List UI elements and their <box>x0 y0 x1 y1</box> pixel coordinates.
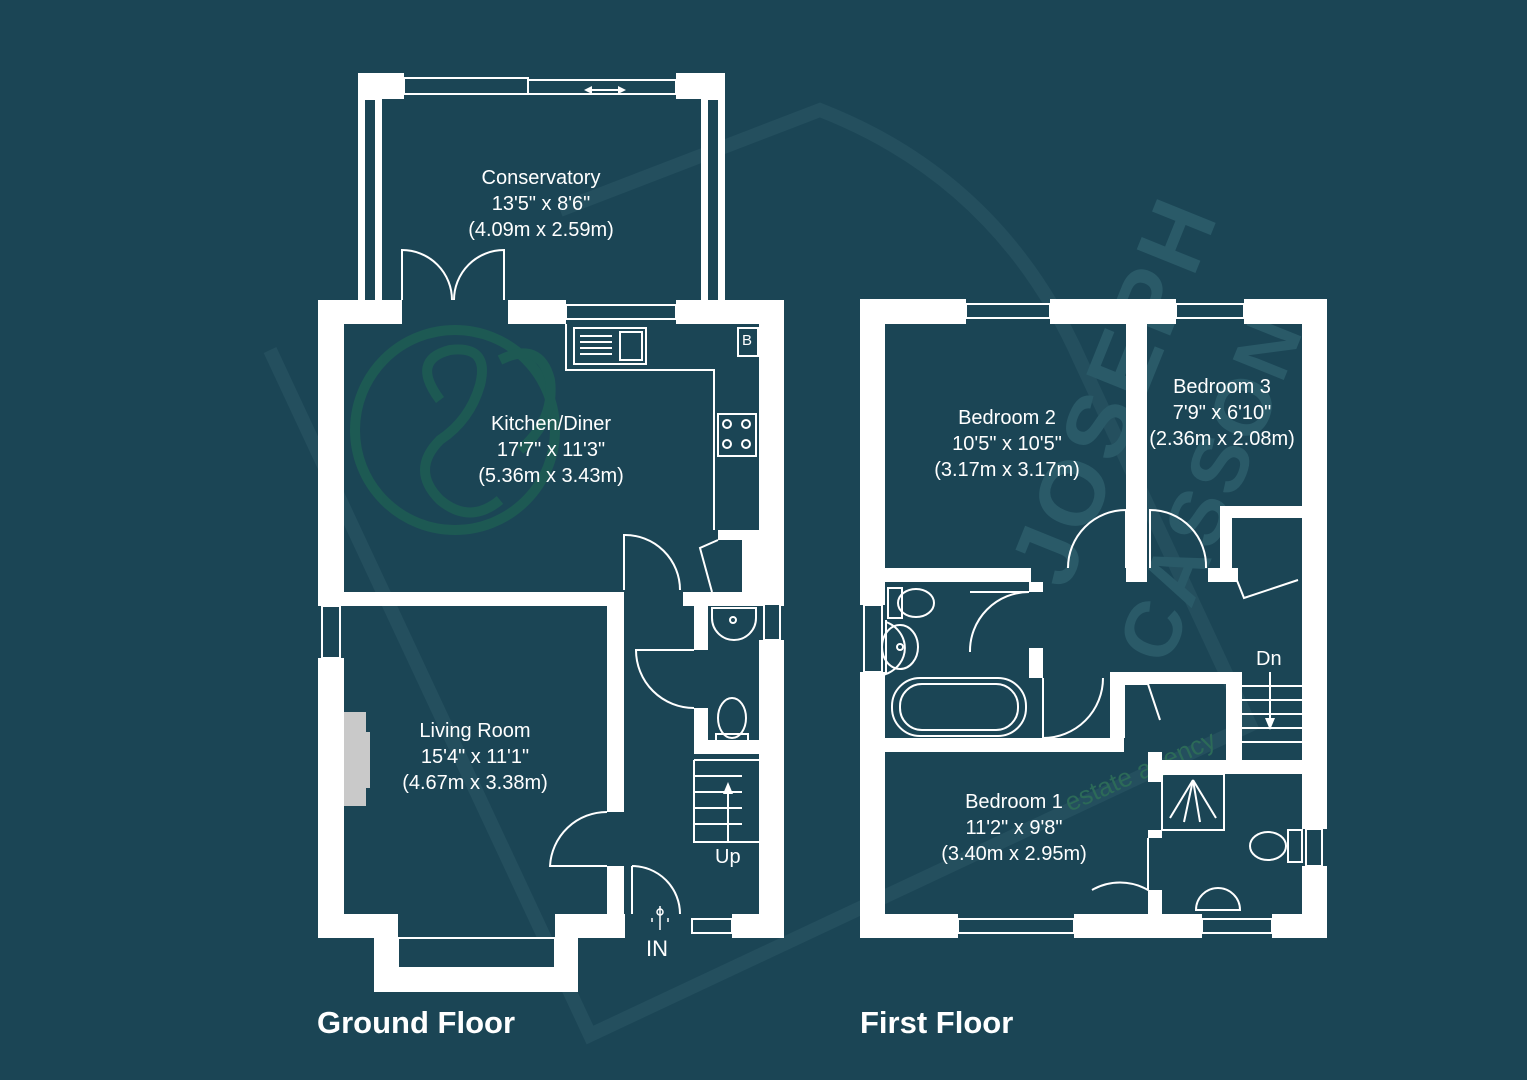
room-imperial: 15'4" x 11'1" <box>420 746 530 768</box>
stairs-down <box>1242 672 1302 743</box>
first-floor-windows <box>863 303 1323 934</box>
boiler-label: B <box>742 332 753 349</box>
room-imperial: 10'5" x 10'5" <box>952 433 1062 455</box>
room-name: Bedroom 2 <box>958 407 1056 429</box>
entrance-marker <box>651 906 669 930</box>
stairs-up <box>693 759 760 843</box>
watermark-frame <box>263 102 1260 1045</box>
room-name: Bedroom 1 <box>965 791 1063 813</box>
room-name: Living Room <box>419 720 531 742</box>
room-living-room: Living Room 15'4" x 11'1" (4.67m x 3.38m… <box>402 718 548 796</box>
room-imperial: 11'2" x 9'8" <box>965 817 1063 839</box>
cloakroom-fixtures <box>711 607 757 743</box>
bathroom-fixtures <box>881 587 1027 737</box>
room-metric: (4.67m x 3.38m) <box>402 772 548 794</box>
sliding-door-arrows <box>584 86 626 94</box>
first-floor-walls <box>860 299 1327 938</box>
stairs-up-arrow <box>723 782 733 794</box>
ground-floor-title: Ground Floor <box>317 1005 516 1040</box>
room-name: Conservatory <box>481 167 601 189</box>
room-kitchen-diner: Kitchen/Diner 17'7" x 11'3" (5.36m x 3.4… <box>478 411 624 489</box>
room-imperial: 7'9" x 6'10" <box>1172 402 1272 424</box>
ground-floor-doors <box>401 89 719 915</box>
room-metric: (4.09m x 2.59m) <box>468 219 614 241</box>
kitchen-units <box>565 324 759 530</box>
room-name: Kitchen/Diner <box>490 413 612 435</box>
room-imperial: 13'5" x 8'6" <box>491 193 591 215</box>
watermark-logo <box>350 325 560 535</box>
room-conservatory: Conservatory 13'5" x 8'6" (4.09m x 2.59m… <box>468 165 614 243</box>
ground-floor-windows <box>321 77 781 934</box>
room-imperial: 17'7" x 11'3" <box>496 439 606 461</box>
first-floor-title: First Floor <box>860 1005 1014 1040</box>
stairs-down-arrow <box>1265 718 1275 730</box>
ground-floor-bay-window <box>397 937 556 969</box>
first-floor-doors <box>968 508 1299 892</box>
room-bedroom-2: Bedroom 2 10'5" x 10'5" (3.17m x 3.17m) <box>934 405 1080 483</box>
stairs-up-label: Up <box>715 846 741 868</box>
room-metric: (3.40m x 2.95m) <box>941 843 1087 865</box>
entrance-label: IN <box>646 936 668 961</box>
room-metric: (5.36m x 3.43m) <box>478 465 624 487</box>
room-name: Bedroom 3 <box>1173 376 1271 398</box>
stairs-down-label: Dn <box>1256 648 1282 670</box>
room-bedroom-3: Bedroom 3 7'9" x 6'10" (2.36m x 2.08m) <box>1149 374 1295 452</box>
room-bedroom-1: Bedroom 1 11'2" x 9'8" (3.40m x 2.95m) <box>941 789 1087 867</box>
ensuite-fixtures <box>1161 773 1303 911</box>
room-metric: (3.17m x 3.17m) <box>934 459 1080 481</box>
fireplace-hearth <box>358 732 370 788</box>
room-metric: (2.36m x 2.08m) <box>1149 428 1295 450</box>
